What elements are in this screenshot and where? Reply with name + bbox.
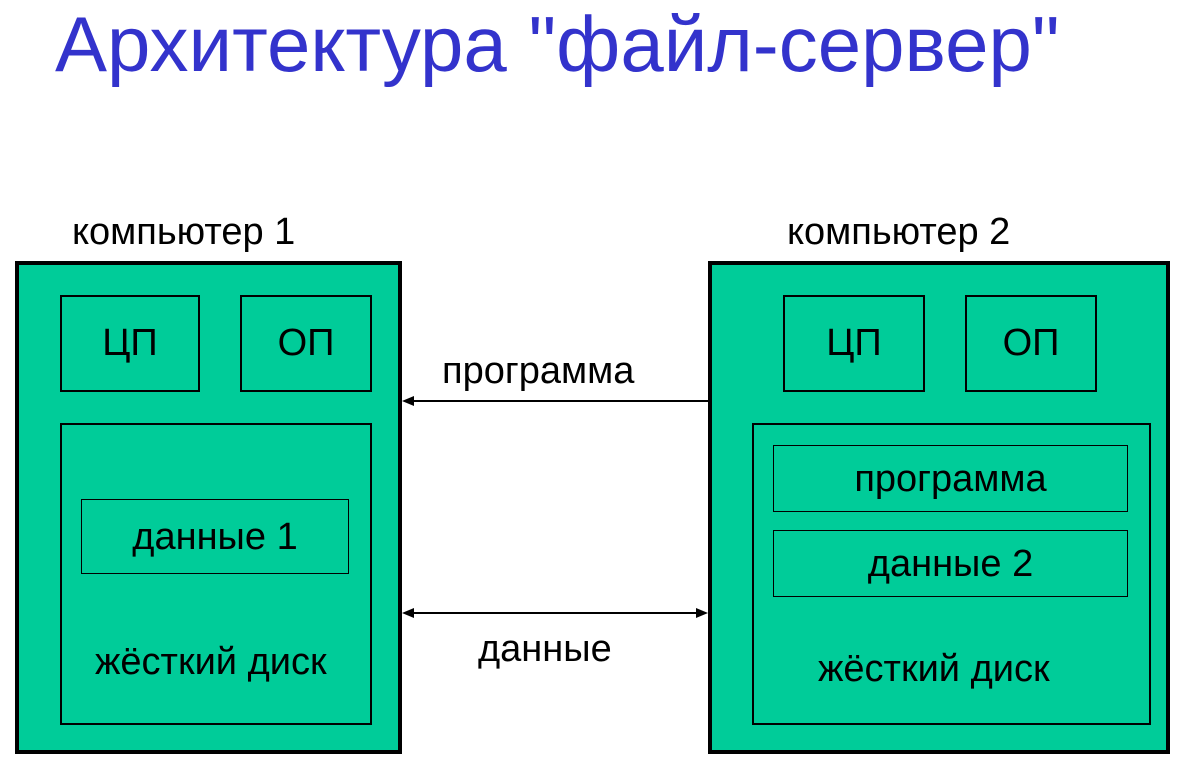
computer-1-cpu-box: ЦП — [60, 295, 200, 392]
computer-1-disk-label: жёсткий диск — [95, 641, 327, 683]
page-title: Архитектура "файл-сервер" — [55, 0, 1060, 88]
computer-1-data-label: данные 1 — [132, 516, 298, 558]
computer-2-program-box: программа — [773, 445, 1128, 512]
computer-1-cpu-label: ЦП — [102, 322, 158, 364]
data-arrow-label: данные — [478, 628, 612, 670]
computer-2-cpu-box: ЦП — [783, 295, 925, 392]
program-arrow-label: программа — [442, 350, 635, 392]
computer-1-ram-label: ОП — [277, 322, 335, 364]
program-arrow — [402, 396, 708, 406]
computer-2-ram-label: ОП — [1002, 322, 1060, 364]
computer-1-ram-box: ОП — [240, 295, 372, 392]
computer-2-data-box: данные 2 — [773, 530, 1128, 597]
computer-2-ram-box: ОП — [965, 295, 1097, 392]
computer-2-cpu-label: ЦП — [826, 322, 882, 364]
computer-1-label: компьютер 1 — [72, 211, 296, 253]
computer-2-label: компьютер 2 — [787, 211, 1011, 253]
computer-1-data-box: данные 1 — [81, 499, 349, 574]
data-arrow — [402, 608, 708, 618]
computer-1-box: ЦП ОП данные 1 жёсткий диск — [15, 261, 402, 754]
computer-2-disk-box: программа данные 2 жёсткий диск — [752, 423, 1151, 725]
computer-2-box: ЦП ОП программа данные 2 жёсткий диск — [708, 261, 1170, 754]
computer-2-program-label: программа — [854, 458, 1047, 500]
computer-2-disk-label: жёсткий диск — [818, 648, 1050, 690]
computer-1-disk-box: данные 1 жёсткий диск — [60, 423, 372, 725]
computer-2-data-label: данные 2 — [867, 543, 1034, 585]
